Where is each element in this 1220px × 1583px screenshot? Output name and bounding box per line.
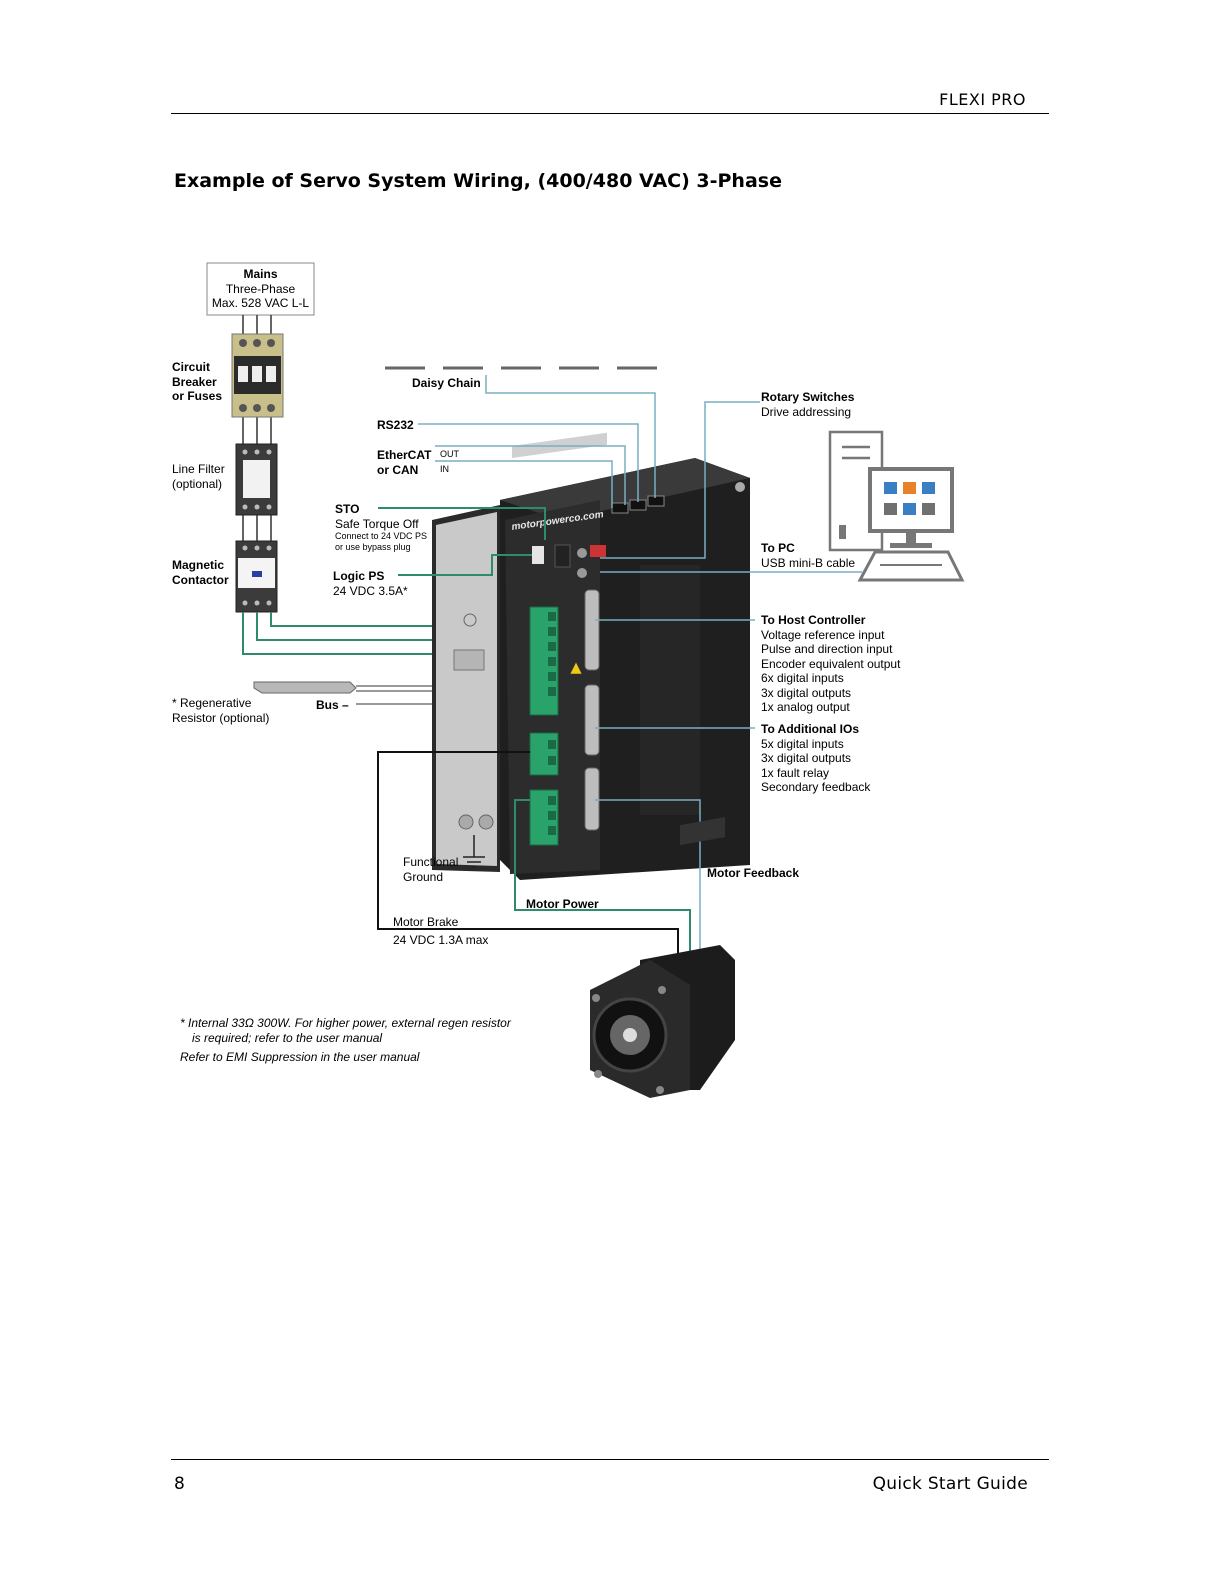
footer-doc-name: Quick Start Guide	[872, 1474, 1028, 1494]
logic-ps-label: Logic PS 24 VDC 3.5A*	[333, 569, 408, 598]
bus-minus-label: Bus –	[316, 698, 349, 712]
footer-rule	[171, 1459, 1049, 1460]
mains-box	[206, 262, 315, 316]
servo-drive	[432, 432, 750, 880]
page-number: 8	[174, 1474, 185, 1494]
contactor-label: Magnetic Contactor	[172, 558, 229, 587]
sto-note: Connect to 24 VDC PS or use bypass plug	[335, 531, 428, 552]
mains-label: Mains Three-Phase Max. 528 VAC L-L	[211, 267, 310, 310]
regen-label: * Regenerative Resistor (optional)	[172, 696, 270, 725]
ethercat-in-label: IN	[440, 464, 449, 474]
ground-symbol	[463, 835, 485, 868]
to-pc-label: To PC USB mini-B cable	[761, 541, 856, 570]
host-controller-label: To Host Controller Voltage reference inp…	[761, 613, 901, 714]
motor-feedback-label: Motor Feedback	[707, 866, 800, 880]
rotary-switches-label: Rotary Switches Drive addressing	[761, 390, 855, 419]
sto-label: STO Safe Torque Off	[335, 502, 419, 531]
daisy-chain-label: Daisy Chain	[412, 376, 481, 390]
note-regen: * Internal 33Ω 300W. For higher power, e…	[180, 1016, 511, 1045]
motor-brake-label: Motor Brake	[393, 915, 459, 929]
magnetic-contactor	[235, 540, 278, 613]
additional-ios-label: To Additional IOs 5x digital inputs 3x d…	[761, 722, 871, 794]
line-filter	[235, 443, 278, 516]
note-emi: Refer to EMI Suppression in the user man…	[180, 1050, 420, 1064]
pc-illustration	[828, 430, 965, 582]
signal-wires	[418, 375, 862, 955]
page-title: Example of Servo System Wiring, (400/480…	[174, 170, 782, 192]
ethercat-out-label: OUT	[440, 449, 459, 459]
circuit-breaker-label: Circuit Breaker or Fuses	[172, 360, 223, 403]
line-filter-label: Line Filter (optional)	[172, 462, 225, 491]
circuit-breaker	[231, 333, 284, 418]
header-rule	[171, 113, 1049, 114]
servo-motor	[590, 817, 735, 1098]
motor-power-label: Motor Power	[526, 897, 599, 911]
functional-ground-label: Functional Ground	[403, 855, 459, 884]
motor-brake-spec: 24 VDC 1.3A max	[393, 933, 489, 947]
header-product: FLEXI PRO	[939, 90, 1026, 109]
rs232-label: RS232	[377, 418, 414, 432]
ethercat-label: EtherCAT or CAN	[377, 448, 432, 477]
control-wires	[378, 507, 691, 955]
brake-wire	[377, 751, 679, 955]
